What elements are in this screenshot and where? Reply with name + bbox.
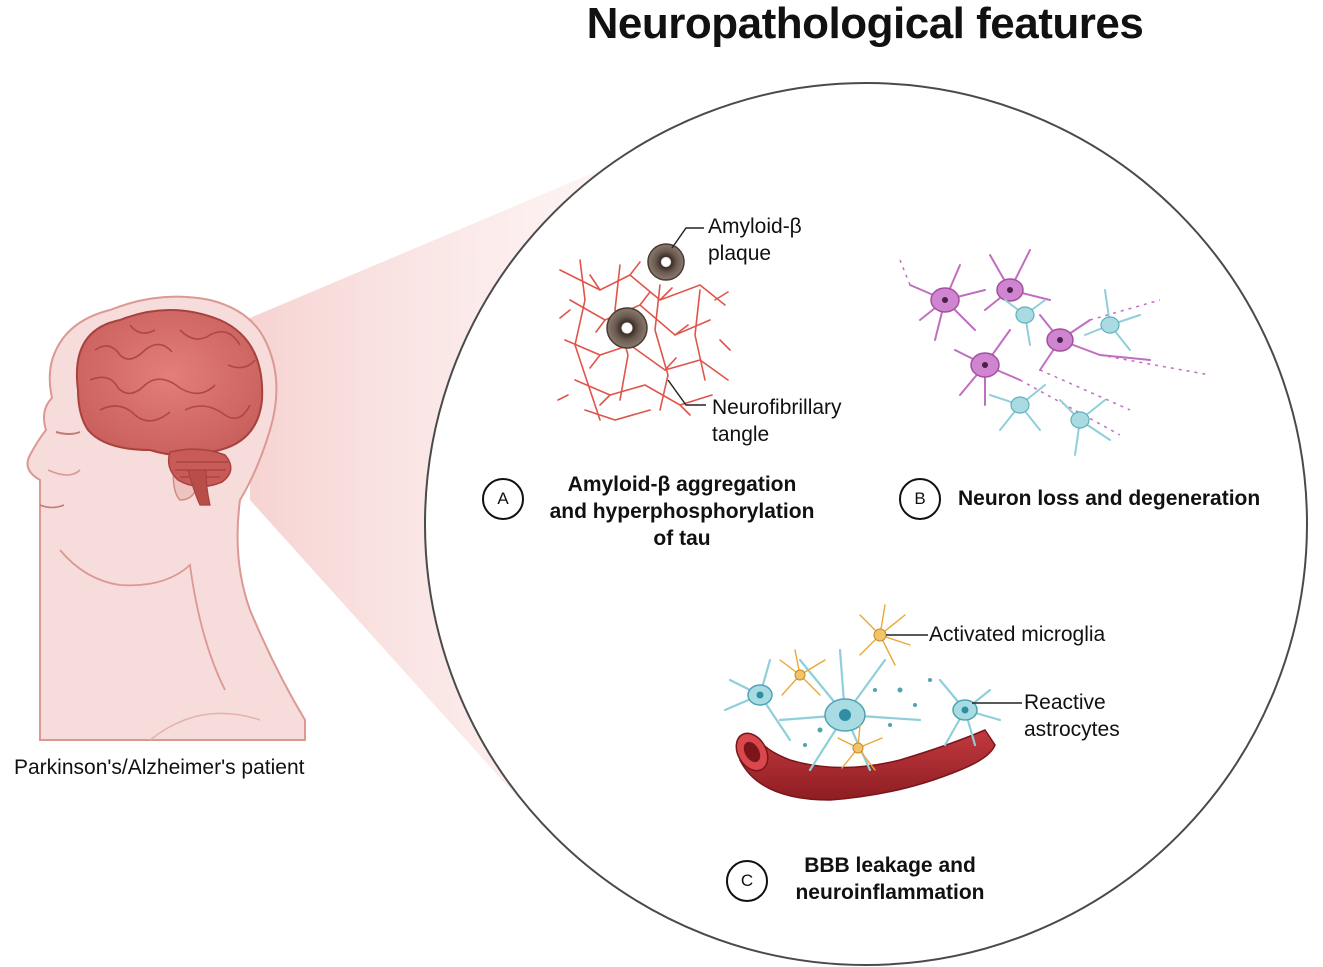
amyloid-plaque-2 xyxy=(606,307,648,349)
figure-title: Neuropathological features xyxy=(586,0,1144,48)
patient-head-illustration xyxy=(26,295,306,741)
reactive-astrocytes-label: Reactive astrocytes xyxy=(1024,691,1120,741)
activated-microglia-label: Activated microglia xyxy=(929,623,1106,646)
amyloid-plaque-label: Amyloid-β plaque xyxy=(708,215,802,265)
panel-a-badge: A xyxy=(482,478,524,520)
neurofibrillary-tangle-label: Neurofibrillary tangle xyxy=(712,396,842,446)
zoom-circle xyxy=(424,82,1308,966)
panel-b-badge: B xyxy=(899,478,941,520)
panel-a-heading: Amyloid-β aggregation and hyperphosphory… xyxy=(549,473,815,550)
plaque-leader xyxy=(671,227,704,249)
panel-b-heading: Neuron loss and degeneration xyxy=(958,487,1261,510)
activated-microglia xyxy=(779,604,911,771)
panel-c-badge: C xyxy=(726,860,768,902)
reactive-astrocytes xyxy=(723,648,1002,772)
tau-tangle-network xyxy=(557,259,731,421)
blood-vessel xyxy=(735,729,996,801)
tangle-leader xyxy=(667,379,706,406)
patient-label: Parkinson's/Alzheimer's patient xyxy=(14,756,305,779)
degenerating-neurons xyxy=(899,249,1211,456)
amyloid-plaque-1 xyxy=(647,243,685,281)
panel-c-heading: BBB leakage and neuroinflammation xyxy=(795,854,985,904)
